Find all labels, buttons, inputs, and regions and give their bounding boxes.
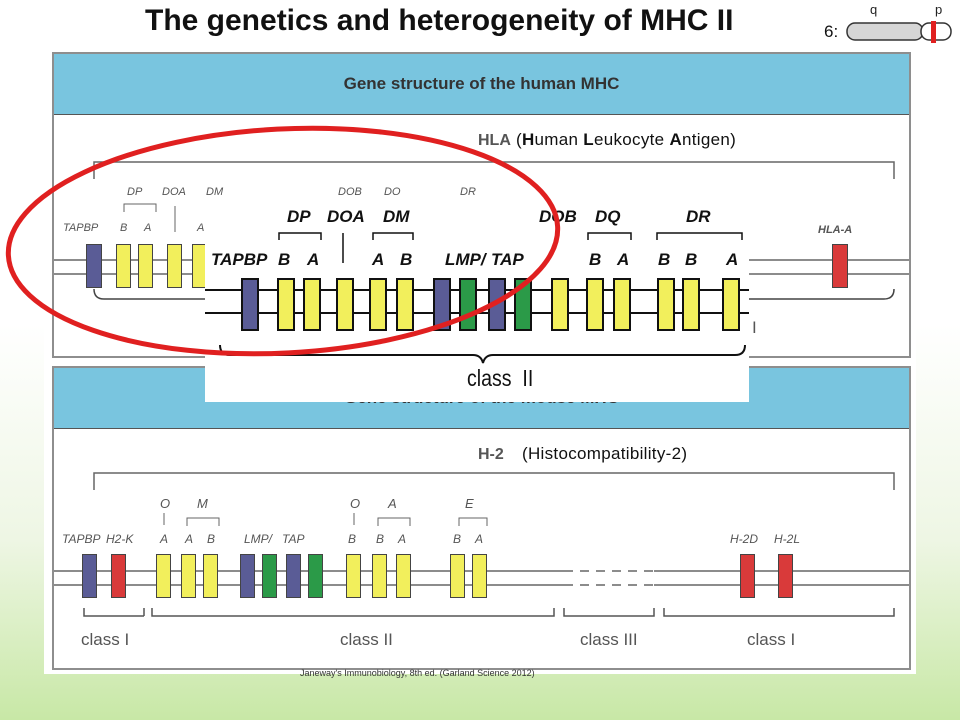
mouse-gene-ob-box bbox=[346, 554, 361, 598]
mouse-gene-mb-box bbox=[203, 554, 218, 598]
mouse-mhc-panel: Gene structure of the mouse MHC H-2 (His… bbox=[52, 366, 911, 670]
mouse-gene-ea: A bbox=[475, 532, 484, 546]
mouse-gene-h2d: H-2D bbox=[730, 532, 759, 546]
zoom-group-doa: DOA bbox=[327, 207, 365, 226]
zoom-gene-dra: A bbox=[726, 250, 739, 269]
mouse-gene-tap-box2 bbox=[308, 554, 323, 598]
mouse-gene-aa-box bbox=[396, 554, 411, 598]
zoom-gene-lmp: LMP/ bbox=[445, 250, 486, 269]
zoom-gene-dmb: B bbox=[400, 250, 413, 269]
mouse-group-o2: O bbox=[350, 496, 361, 511]
zoom-gene-dpa-box bbox=[303, 278, 321, 331]
zoom-gene-dob-box bbox=[551, 278, 569, 331]
zoom-gene-dqa: A bbox=[617, 250, 630, 269]
zoom-gene-lmp-box2 bbox=[459, 278, 477, 331]
mouse-gene-tap: TAP bbox=[282, 532, 305, 546]
mouse-class-ii: class II bbox=[340, 630, 393, 649]
zoom-gene-dma-box bbox=[369, 278, 387, 331]
zoom-group-dp: DP bbox=[287, 207, 311, 226]
mouse-gene-ea-box bbox=[472, 554, 487, 598]
zoom-gene-drb1-box bbox=[657, 278, 675, 331]
mouse-gene-tapbp-box bbox=[82, 554, 97, 598]
mouse-class-i-left: class I bbox=[81, 630, 130, 649]
zoom-gene-tapbp-box bbox=[241, 278, 259, 331]
zoom-gene-drb1: B bbox=[658, 250, 671, 269]
zoom-gene-dqa-box bbox=[613, 278, 631, 331]
zoom-class-ii-label: class II bbox=[467, 365, 534, 391]
human-gene-dpa-box bbox=[138, 244, 153, 288]
chromosome-arm-q: q bbox=[870, 2, 878, 17]
zoom-gene-dmb-box bbox=[396, 278, 414, 331]
zoom-group-dq: DQ bbox=[595, 207, 621, 226]
mouse-gene-ma: A bbox=[185, 532, 194, 546]
human-panel-header: Gene structure of the human MHC bbox=[54, 54, 909, 115]
mouse-group-m: M bbox=[197, 496, 208, 511]
mouse-gene-ma-box bbox=[181, 554, 196, 598]
mouse-gene-h2l-box bbox=[778, 554, 793, 598]
human-gene-a2: A bbox=[197, 222, 205, 234]
zoom-gene-tapbp: TAPBP bbox=[211, 250, 268, 269]
zoom-gene-dqb: B bbox=[589, 250, 602, 269]
mouse-group-a: A bbox=[388, 496, 397, 511]
h2-label: H-2 bbox=[478, 446, 504, 463]
class-ii-zoom-inset: DP DOA DM DOB DQ DR TAPBP B A A B LMP/ T… bbox=[205, 195, 749, 402]
human-gene-hla-a: HLA-A bbox=[818, 224, 853, 236]
slide-title: The genetics and heterogeneity of MHC II bbox=[145, 4, 734, 37]
mouse-gene-h2d-box bbox=[740, 554, 755, 598]
mouse-gene-h2l: H-2L bbox=[774, 532, 801, 546]
human-group-dp: DP bbox=[127, 186, 143, 198]
mouse-gene-lmp-box1 bbox=[240, 554, 255, 598]
mouse-gene-eb-box bbox=[450, 554, 465, 598]
mouse-class-iii: class III bbox=[580, 630, 638, 649]
zoom-group-dr: DR bbox=[686, 207, 711, 226]
zoom-group-dm: DM bbox=[383, 207, 410, 226]
mouse-gene-tapbp: TAPBP bbox=[62, 532, 101, 546]
human-class-i-label: I bbox=[752, 318, 757, 337]
chromosome-ideogram-icon bbox=[846, 21, 952, 43]
chromosome-arm-p: p bbox=[935, 2, 943, 17]
mouse-gene-tap-box1 bbox=[286, 554, 301, 598]
zoom-gene-tap-box2 bbox=[514, 278, 532, 331]
zoom-gene-dpa: A bbox=[307, 250, 320, 269]
zoom-gene-dpb-box bbox=[277, 278, 295, 331]
mouse-gene-oa: A bbox=[160, 532, 169, 546]
human-gene-a: A bbox=[144, 222, 152, 234]
zoom-gene-dqb-box bbox=[586, 278, 604, 331]
zoom-gene-tap: TAP bbox=[491, 250, 524, 269]
zoom-gene-doa-box bbox=[336, 278, 354, 331]
mouse-gene-ab: B bbox=[376, 532, 385, 546]
human-gene-b: B bbox=[120, 222, 128, 234]
mouse-gene-lmp-box2 bbox=[262, 554, 277, 598]
zoom-gene-drb2-box bbox=[682, 278, 700, 331]
mouse-gene-mb: B bbox=[207, 532, 216, 546]
human-group-doa: DOA bbox=[162, 186, 186, 198]
human-gene-hla-a-box bbox=[832, 244, 848, 288]
mouse-gene-lmp: LMP/ bbox=[244, 532, 273, 546]
mouse-gene-ob: B bbox=[348, 532, 357, 546]
human-gene-dpb-box bbox=[116, 244, 131, 288]
zoom-gene-dpb: B bbox=[278, 250, 291, 269]
human-gene-tapbp: TAPBP bbox=[63, 222, 99, 234]
mouse-gene-ab-box bbox=[372, 554, 387, 598]
mouse-class-i-right: class I bbox=[747, 630, 796, 649]
mouse-gene-aa: A bbox=[398, 532, 407, 546]
mouse-panel-lines bbox=[54, 472, 909, 617]
zoom-gene-drb2: B bbox=[685, 250, 698, 269]
zoom-gene-lmp-box1 bbox=[433, 278, 451, 331]
mouse-group-o1: O bbox=[160, 496, 171, 511]
human-gene-doa-box bbox=[167, 244, 182, 288]
citation: Janeway's Immunobiology, 8th ed. (Garlan… bbox=[300, 668, 535, 678]
mouse-group-e: E bbox=[465, 496, 474, 511]
mouse-gene-eb: B bbox=[453, 532, 462, 546]
mouse-gene-h2k-box bbox=[111, 554, 126, 598]
chromosome-label: 6: bbox=[824, 22, 839, 41]
human-gene-tapbp-box bbox=[86, 244, 102, 288]
mouse-gene-oa-box bbox=[156, 554, 171, 598]
zoom-gene-dra-box bbox=[722, 278, 740, 331]
mouse-gene-h2k: H2-K bbox=[106, 532, 134, 546]
zoom-group-dob: DOB bbox=[539, 207, 577, 226]
zoom-gene-tap-box1 bbox=[488, 278, 506, 331]
h2-expansion: (Histocompatibility-2) bbox=[522, 444, 688, 463]
zoom-gene-dma: A bbox=[372, 250, 385, 269]
